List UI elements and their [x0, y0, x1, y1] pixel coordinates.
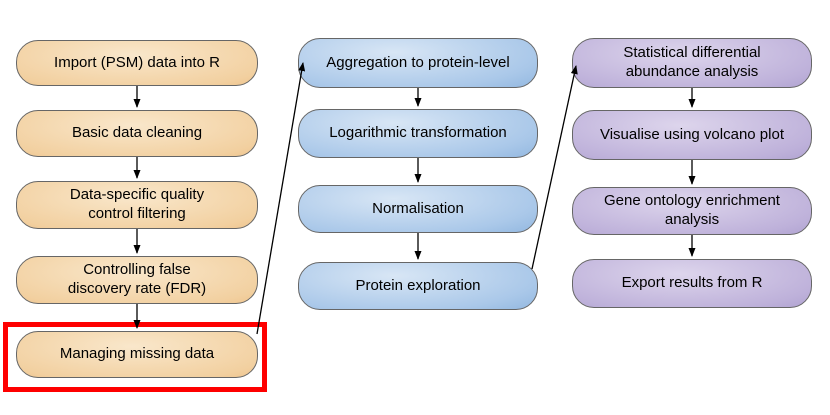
node-controlling-fdr: Controlling false discovery rate (FDR) [16, 256, 258, 304]
node-quality-control-filtering: Data-specific quality control filtering [16, 181, 258, 229]
node-logarithmic-transformation: Logarithmic transformation [298, 109, 538, 158]
node-aggregation-protein-level: Aggregation to protein-level [298, 38, 538, 88]
node-gene-ontology-enrichment: Gene ontology enrichment analysis [572, 187, 812, 235]
node-basic-data-cleaning: Basic data cleaning [16, 110, 258, 157]
node-export-results: Export results from R [572, 259, 812, 308]
arrow-missing-data-to-aggregation [256, 62, 306, 335]
node-visualise-volcano-plot: Visualise using volcano plot [572, 110, 812, 160]
node-import-psm-data: Import (PSM) data into R [16, 40, 258, 86]
node-managing-missing-data: Managing missing data [16, 331, 258, 378]
node-normalisation: Normalisation [298, 185, 538, 233]
node-statistical-differential-abundance: Statistical differential abundance analy… [572, 38, 812, 88]
node-protein-exploration: Protein exploration [298, 262, 538, 310]
arrow-exploration-to-statistics [531, 65, 578, 270]
